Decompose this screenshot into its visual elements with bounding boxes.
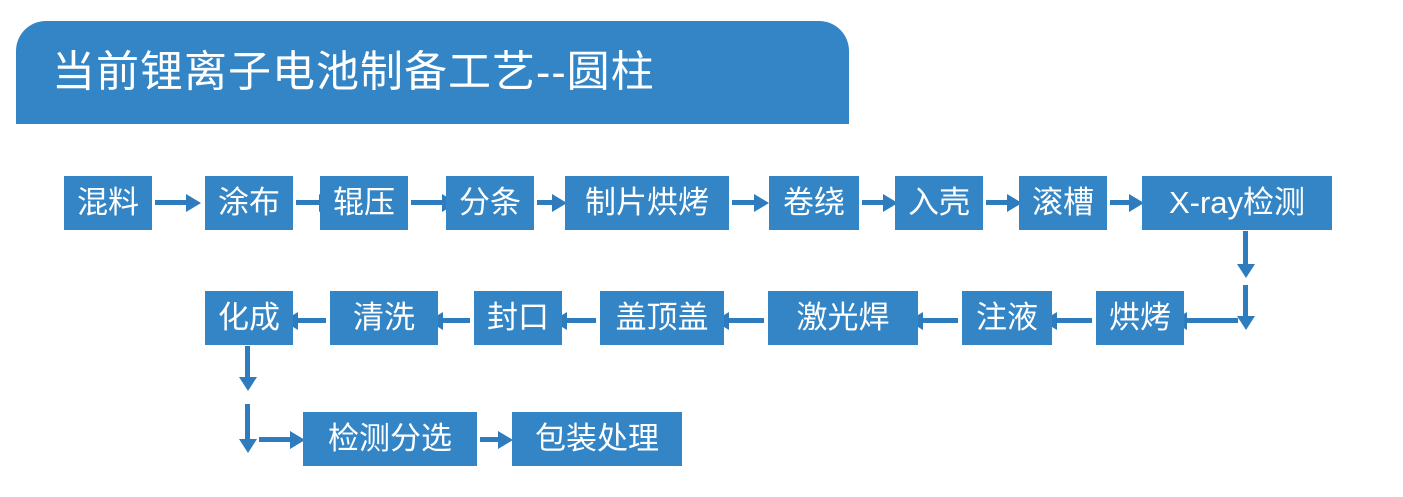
- process-node-rolling[interactable]: 辊压: [320, 176, 408, 230]
- title-banner: 当前锂离子电池制备工艺--圆柱: [16, 21, 849, 124]
- process-node-mixing[interactable]: 混料: [64, 176, 152, 230]
- arrow-inspection-sorting-to-packaging: [480, 437, 499, 442]
- process-node-electrolyte-filling[interactable]: 注液: [962, 291, 1052, 345]
- process-node-inspection-sorting[interactable]: 检测分选: [303, 412, 477, 466]
- arrow-down-feed-to-baking: [1186, 318, 1238, 323]
- process-node-casing[interactable]: 入壳: [895, 176, 983, 230]
- arrow-coating-to-rolling: [296, 200, 320, 205]
- arrow-sealing-to-cleaning: [442, 318, 470, 323]
- arrow-grooving-to-xray: [1110, 200, 1130, 205]
- process-node-sealing[interactable]: 封口: [474, 291, 562, 345]
- arrow-down-feed-to-inspection-sorting: [259, 437, 291, 442]
- arrow-xray-down-segment-2: [1243, 285, 1248, 317]
- process-node-coating[interactable]: 涂布: [205, 176, 293, 230]
- arrow-cleaning-to-formation: [297, 318, 326, 323]
- arrow-mixing-to-coating: [155, 200, 187, 205]
- process-node-slitting[interactable]: 分条: [446, 176, 534, 230]
- process-node-baking[interactable]: 烘烤: [1096, 291, 1184, 345]
- arrow-baking-to-electrolyte-filling: [1056, 318, 1092, 323]
- process-node-winding[interactable]: 卷绕: [769, 176, 859, 230]
- process-node-formation[interactable]: 化成: [205, 291, 293, 345]
- process-node-sheet-baking[interactable]: 制片烘烤: [565, 176, 729, 230]
- process-node-cleaning[interactable]: 清洗: [330, 291, 438, 345]
- process-node-packaging[interactable]: 包装处理: [512, 412, 682, 466]
- page-title: 当前锂离子电池制备工艺--圆柱: [52, 47, 655, 96]
- arrow-formation-down-segment-1: [245, 346, 250, 378]
- arrow-slitting-to-sheet-baking: [537, 200, 553, 205]
- arrow-xray-down-segment-1: [1243, 231, 1248, 265]
- arrow-winding-to-casing: [862, 200, 884, 205]
- arrow-sheet-baking-to-winding: [732, 200, 755, 205]
- arrow-cap-cover-to-sealing: [566, 318, 596, 323]
- process-node-laser-welding[interactable]: 激光焊: [768, 291, 918, 345]
- process-node-grooving[interactable]: 滚槽: [1019, 176, 1107, 230]
- arrow-laser-welding-to-cap-cover: [728, 318, 764, 323]
- arrow-rolling-to-slitting: [411, 200, 443, 205]
- process-node-xray-detection[interactable]: X-ray检测: [1142, 176, 1332, 230]
- process-node-cap-cover[interactable]: 盖顶盖: [600, 291, 724, 345]
- arrow-formation-down-segment-2: [245, 404, 250, 440]
- arrow-casing-to-grooving: [986, 200, 1008, 205]
- arrow-electrolyte-filling-to-laser-welding: [922, 318, 958, 323]
